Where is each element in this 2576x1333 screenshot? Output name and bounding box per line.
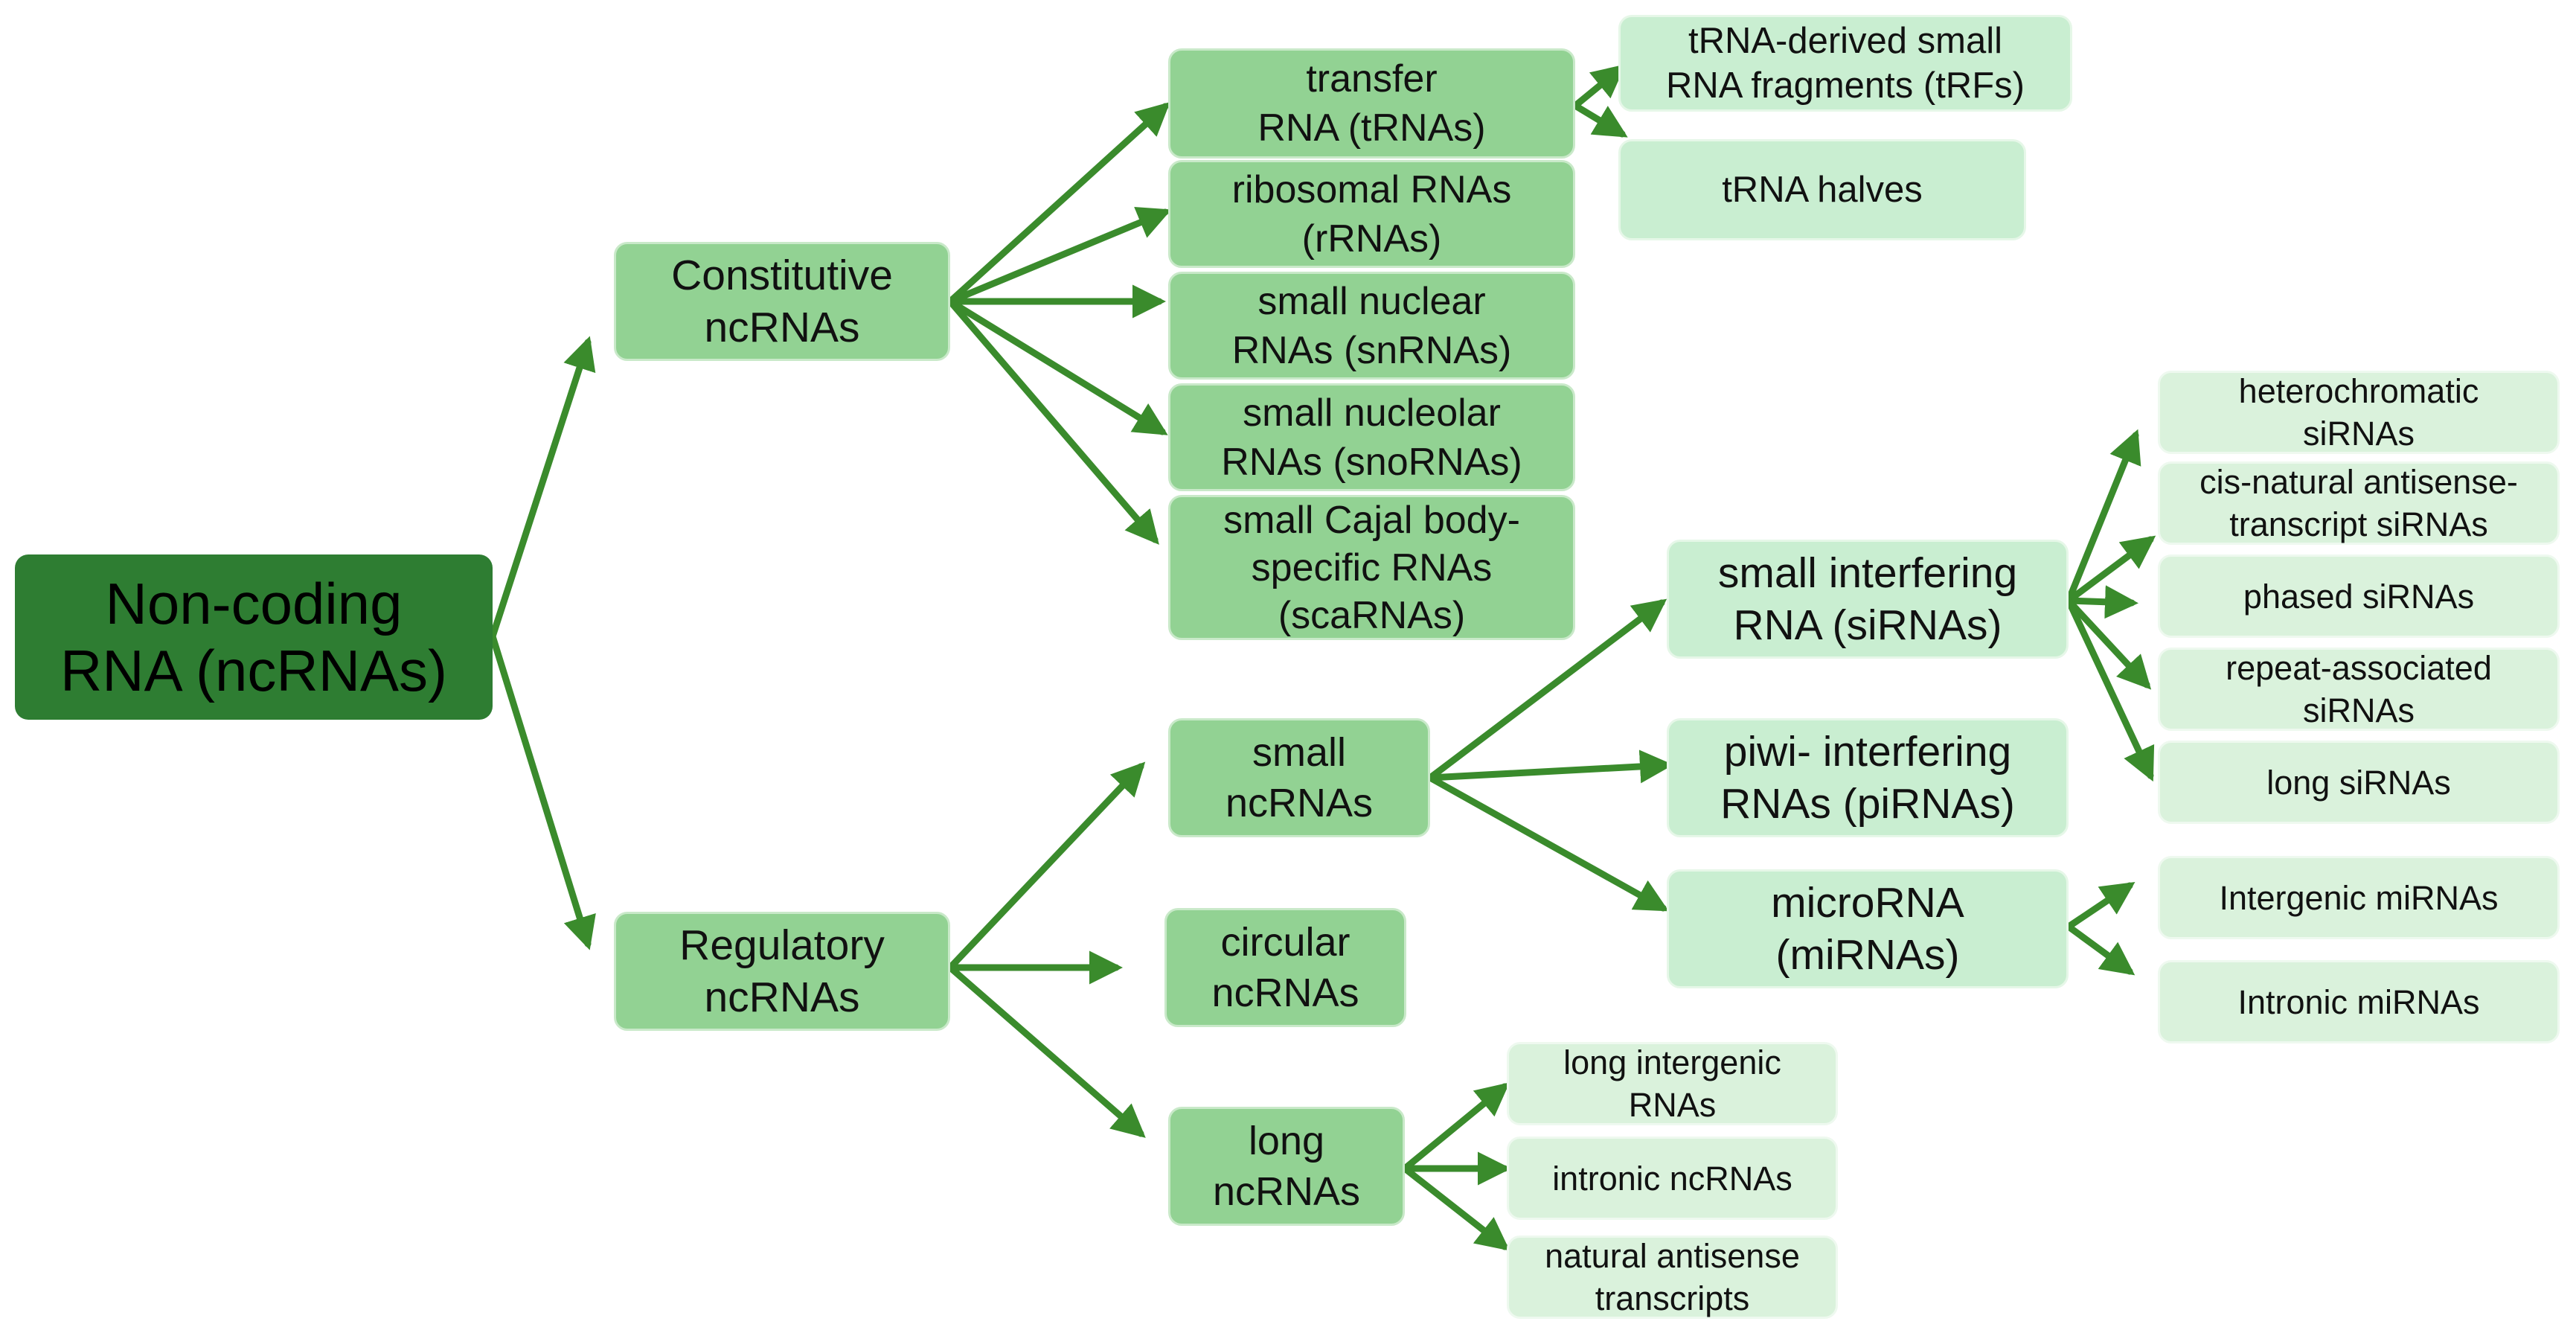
long-sirnas-node: long siRNAs xyxy=(2158,741,2560,824)
arrow-constitutive-scarna xyxy=(946,298,1159,545)
regulatory-ncrnas-node: Regulatory ncRNAs xyxy=(614,912,950,1031)
long-ncrnas-label: long ncRNAs xyxy=(1212,1119,1361,1214)
arrow-long-intergenic xyxy=(1401,1082,1510,1172)
pirnas-node: piwi- interfering RNAs (piRNAs) xyxy=(1667,718,2069,837)
trna-label: transfer RNA (tRNAs) xyxy=(1257,57,1486,150)
arrow-sirnas-repeat xyxy=(2065,597,2152,690)
arrow-small-sirnas xyxy=(1426,598,1667,781)
root-node: Non-coding RNA (ncRNAs) xyxy=(15,554,493,720)
intergenic-mirnas-node: Intergenic miRNAs xyxy=(2158,856,2560,939)
intronic-mirnas-node: Intronic miRNAs xyxy=(2158,960,2560,1043)
long-intergenic-rnas-label: long intergenic RNAs xyxy=(1563,1043,1781,1124)
mirnas-label: microRNA (miRNAs) xyxy=(1771,879,1964,979)
arrow-constitutive-snorna xyxy=(946,298,1168,435)
intronic-mirnas-label: Intronic miRNAs xyxy=(2237,982,2480,1021)
circular-ncrnas-node: circular ncRNAs xyxy=(1164,908,1406,1027)
cis-natural-sirnas-label: cis-natural antisense- transcript siRNAs xyxy=(2199,463,2518,543)
repeat-associated-sirnas-node: repeat-associated siRNAs xyxy=(2158,648,2560,731)
cis-natural-sirnas-node: cis-natural antisense- transcript siRNAs xyxy=(2158,461,2560,545)
trfs-node: tRNA-derived small RNA fragments (tRFs) xyxy=(1618,15,2072,112)
arrow-regulatory-small xyxy=(946,761,1146,971)
natural-antisense-transcripts-node: natural antisense transcripts xyxy=(1507,1235,1838,1319)
long-sirnas-label: long siRNAs xyxy=(2266,763,2451,802)
trna-halves-node: tRNA halves xyxy=(1618,139,2026,240)
long-intergenic-rnas-node: long intergenic RNAs xyxy=(1507,1042,1838,1125)
arrow-long-antisense xyxy=(1401,1165,1510,1251)
long-ncrnas-node: long ncRNAs xyxy=(1168,1107,1405,1226)
pirnas-label: piwi- interfering RNAs (piRNAs) xyxy=(1720,728,2015,828)
arrow-constitutive-trna xyxy=(946,101,1170,305)
arrow-small-pirnas xyxy=(1426,749,1673,784)
arrow-trna-trfs xyxy=(1571,64,1626,109)
scarna-node: small Cajal body- specific RNAs (scaRNAs… xyxy=(1168,495,1575,640)
snorna-label: small nucleolar RNAs (snoRNAs) xyxy=(1221,391,1522,484)
circular-ncrnas-label: circular ncRNAs xyxy=(1211,920,1359,1015)
arrow-sirnas-phased xyxy=(2065,585,2138,619)
trfs-label: tRNA-derived small RNA fragments (tRFs) xyxy=(1666,21,2025,106)
snrna-label: small nuclear RNAs (snRNAs) xyxy=(1231,279,1512,372)
arrow-sirnas-heterochromatic xyxy=(2065,429,2141,604)
repeat-associated-sirnas-label: repeat-associated siRNAs xyxy=(2226,649,2492,729)
small-ncrnas-label: small ncRNAs xyxy=(1225,730,1374,825)
rrna-label: ribosomal RNAs (rRNAs) xyxy=(1231,167,1512,260)
arrow-root-constitutive xyxy=(489,336,596,640)
trna-halves-label: tRNA halves xyxy=(1722,170,1923,210)
arrow-mirnas-intronic xyxy=(2065,923,2136,976)
phased-sirnas-label: phased siRNAs xyxy=(2243,577,2475,616)
sirnas-label: small interfering RNA (siRNAs) xyxy=(1717,549,2018,649)
arrow-sirnas-long xyxy=(2065,597,2155,782)
arrow-regulatory-long xyxy=(946,964,1146,1138)
constitutive-ncrnas-label: Constitutive ncRNAs xyxy=(671,252,893,351)
arrow-trna-halves xyxy=(1571,102,1628,138)
sirnas-node: small interfering RNA (siRNAs) xyxy=(1667,540,2069,659)
arrow-constitutive-rrna xyxy=(946,207,1172,305)
arrow-mirnas-intergenic xyxy=(2065,881,2136,930)
heterochromatic-sirnas-node: heterochromatic siRNAs xyxy=(2158,371,2560,454)
snorna-node: small nucleolar RNAs (snoRNAs) xyxy=(1168,383,1575,491)
intronic-ncrnas-label: intronic ncRNAs xyxy=(1552,1159,1792,1198)
regulatory-ncrnas-label: Regulatory ncRNAs xyxy=(679,921,885,1021)
constitutive-ncrnas-node: Constitutive ncRNAs xyxy=(614,242,950,361)
intergenic-mirnas-label: Intergenic miRNAs xyxy=(2219,878,2499,917)
arrow-sirnas-cis xyxy=(2065,535,2156,604)
scarna-label: small Cajal body- specific RNAs (scaRNAs… xyxy=(1223,498,1520,637)
trna-node: transfer RNA (tRNAs) xyxy=(1168,48,1575,159)
natural-antisense-transcripts-label: natural antisense transcripts xyxy=(1545,1237,1800,1317)
small-ncrnas-node: small ncRNAs xyxy=(1168,718,1430,837)
rrna-node: ribosomal RNAs (rRNAs) xyxy=(1168,160,1575,268)
heterochromatic-sirnas-label: heterochromatic siRNAs xyxy=(2238,372,2479,453)
snrna-node: small nuclear RNAs (snRNAs) xyxy=(1168,272,1575,380)
root-node-label: Non-coding RNA (ncRNAs) xyxy=(60,571,448,703)
arrow-root-regulatory xyxy=(489,633,596,950)
phased-sirnas-node: phased siRNAs xyxy=(2158,554,2560,638)
arrow-small-mirnas xyxy=(1426,774,1669,912)
intronic-ncrnas-node: intronic ncRNAs xyxy=(1507,1137,1838,1220)
mirnas-node: microRNA (miRNAs) xyxy=(1667,869,2069,988)
